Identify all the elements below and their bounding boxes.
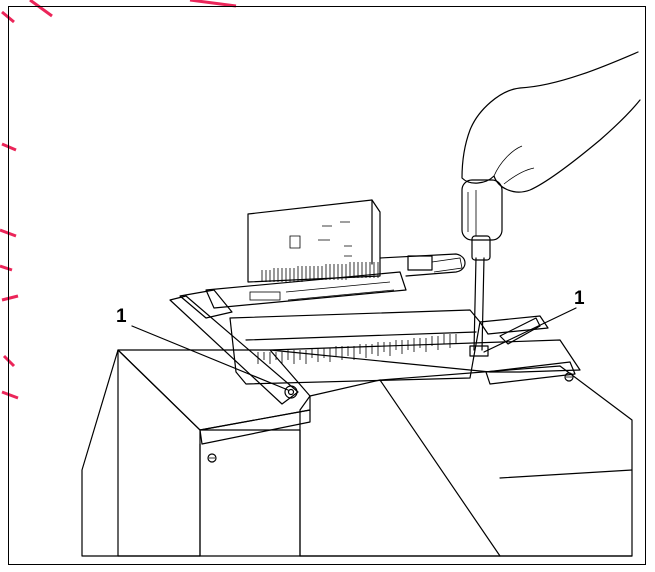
callout-right: 1 bbox=[483, 288, 585, 353]
hand bbox=[461, 51, 641, 193]
control-unit bbox=[169, 199, 549, 405]
callout-left: 1 bbox=[116, 306, 289, 391]
margin-marks bbox=[0, 0, 237, 400]
figure-frame bbox=[8, 6, 646, 565]
appliance-housing bbox=[81, 339, 633, 557]
callout-label-right: 1 bbox=[574, 288, 585, 309]
callout-label-left: 1 bbox=[116, 306, 127, 327]
screwdriver bbox=[461, 179, 503, 351]
